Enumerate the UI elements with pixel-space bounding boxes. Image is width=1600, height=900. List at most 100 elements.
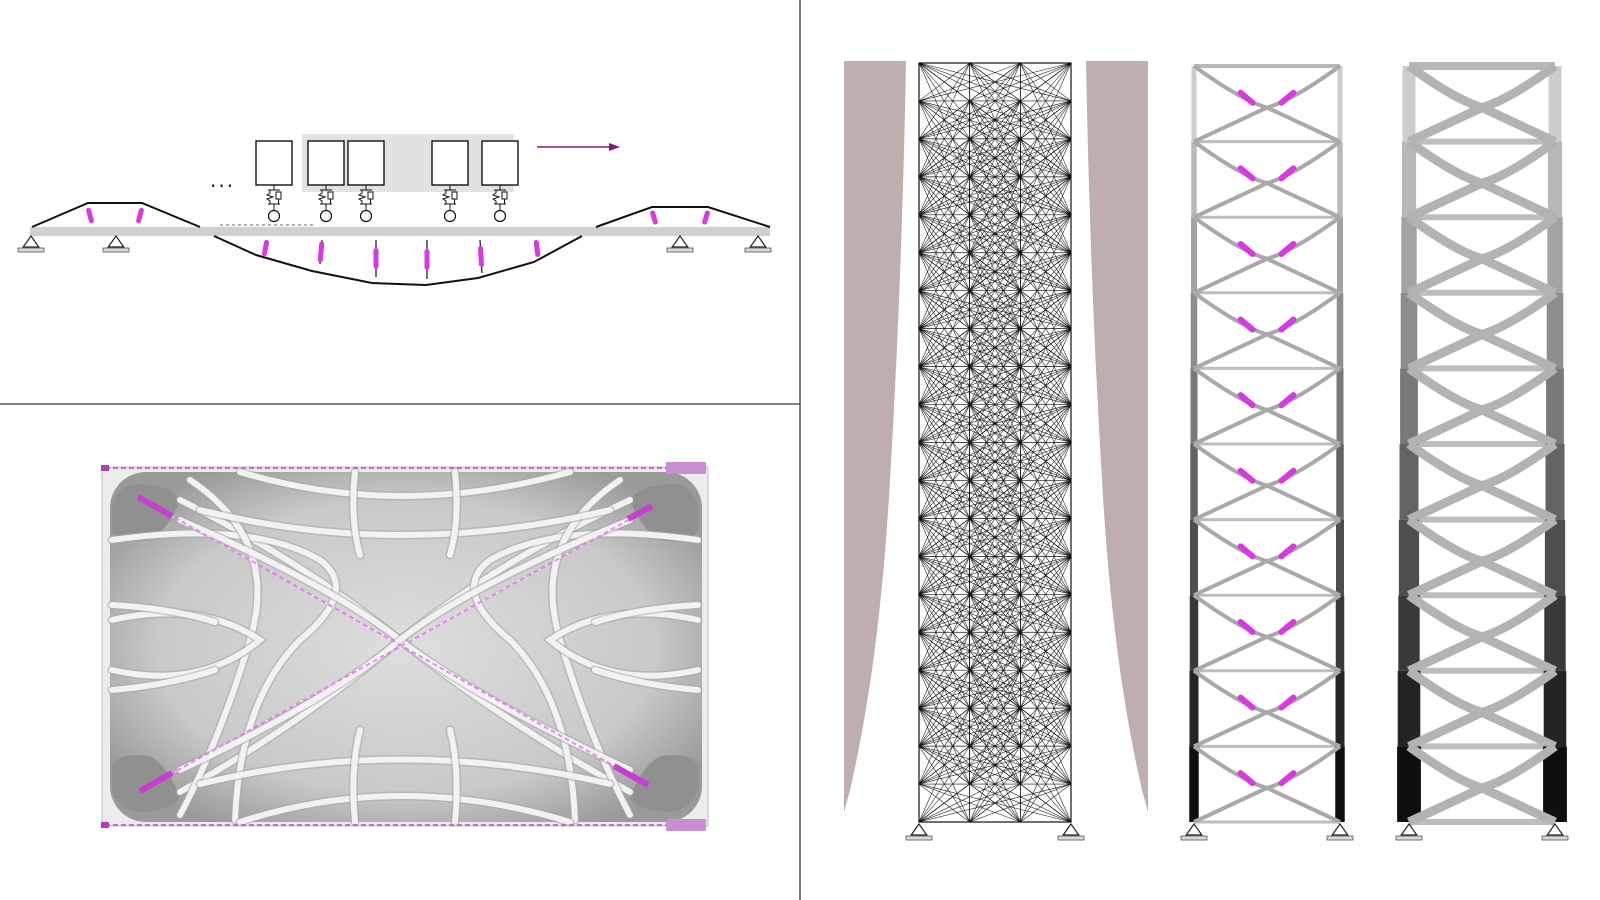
brace xyxy=(1192,593,1268,639)
ground-member xyxy=(918,404,1072,481)
pin-support-icon xyxy=(1326,822,1354,841)
wheel xyxy=(443,209,457,223)
vehicle xyxy=(431,140,469,223)
diagonal-tendons xyxy=(139,497,651,791)
brace xyxy=(1266,744,1342,790)
brace xyxy=(1480,557,1557,600)
brace xyxy=(1407,632,1484,675)
brace xyxy=(1266,181,1341,220)
ground-member xyxy=(918,669,1072,747)
linear-actuator-icon xyxy=(1237,89,1256,106)
rib xyxy=(177,517,633,773)
ground-member xyxy=(918,745,1072,823)
rib xyxy=(109,667,218,693)
ground-member xyxy=(1020,745,1072,823)
ground-member xyxy=(918,176,970,253)
brace xyxy=(1406,364,1484,415)
rib xyxy=(237,469,573,499)
linear-actuator-icon xyxy=(261,239,270,257)
ground-member xyxy=(918,518,1072,595)
ground-member xyxy=(1020,670,1072,747)
ground-member xyxy=(918,62,1072,140)
pin-support-icon xyxy=(17,234,45,253)
spring-damper-icon xyxy=(441,185,458,211)
linear-actuator-icon xyxy=(1237,165,1256,182)
optimized-tower-passive xyxy=(1397,62,1567,827)
ground-member xyxy=(918,632,970,709)
brace xyxy=(1480,62,1558,112)
brace xyxy=(1406,440,1484,490)
vehicle-body xyxy=(431,140,469,186)
wheel xyxy=(493,209,507,223)
brace xyxy=(1407,254,1484,297)
tower-supports xyxy=(905,822,1569,841)
spring-damper-icon xyxy=(357,185,374,211)
linear-actuator-icon xyxy=(1278,467,1297,484)
brace xyxy=(1192,215,1268,261)
ground-member xyxy=(918,632,1072,709)
ground-member xyxy=(918,783,970,823)
brace xyxy=(1407,708,1484,751)
linear-actuator-icon xyxy=(1278,694,1297,711)
linear-actuator-icon xyxy=(1278,392,1297,409)
linear-actuator-icon xyxy=(1237,467,1256,484)
linear-actuator-icon xyxy=(317,241,325,263)
wheel xyxy=(267,209,281,223)
brace xyxy=(1407,405,1484,449)
brace xyxy=(1193,181,1268,220)
rib xyxy=(197,507,613,538)
linear-actuator-icon xyxy=(650,210,658,225)
pin-support-icon xyxy=(1395,822,1423,841)
slab-ribs xyxy=(107,467,703,827)
ground-member xyxy=(918,328,1072,405)
ground-member xyxy=(918,442,1072,519)
brace xyxy=(1193,256,1268,295)
rib xyxy=(350,727,363,825)
spring-damper-icon xyxy=(265,185,282,211)
more-vehicles-ellipsis: ... xyxy=(210,168,236,192)
ground-member xyxy=(1020,176,1072,253)
pin-support-icon xyxy=(666,234,694,253)
brace xyxy=(1480,440,1558,490)
linear-actuator-icon xyxy=(1237,240,1256,257)
rib xyxy=(350,469,363,558)
brace xyxy=(1406,62,1484,112)
linear-actuator-icon xyxy=(1278,89,1297,106)
brace xyxy=(1266,483,1341,522)
corner-pad-tr xyxy=(630,483,698,542)
wheel xyxy=(319,209,333,223)
brace xyxy=(1480,179,1557,222)
ground-member xyxy=(918,707,970,785)
vehicle xyxy=(481,140,519,223)
brace xyxy=(1193,786,1268,824)
brace xyxy=(1480,515,1558,566)
ground-member xyxy=(1020,290,1072,367)
linear-actuator-icon xyxy=(1278,618,1297,635)
brace xyxy=(1192,517,1268,564)
brace xyxy=(1193,634,1268,673)
ground-member xyxy=(918,366,1072,443)
anchor-tl xyxy=(101,465,109,471)
brace xyxy=(1193,408,1268,446)
ground-member xyxy=(918,252,970,329)
brace xyxy=(1407,783,1484,827)
linear-actuator-icon xyxy=(1278,165,1297,182)
tower-diagrams xyxy=(844,61,1569,841)
anchor-bl xyxy=(101,822,109,828)
brace xyxy=(1266,105,1341,144)
panel-dividers xyxy=(0,0,801,900)
linear-actuator-icon xyxy=(1237,543,1256,560)
rib xyxy=(592,602,701,625)
brace xyxy=(1266,559,1341,598)
bridge-deck xyxy=(30,227,770,236)
linear-actuator-icon xyxy=(1237,392,1256,409)
ground-member xyxy=(1020,366,1072,443)
optimized-tower-actuated xyxy=(1189,64,1345,824)
pin-support-icon xyxy=(102,234,130,253)
ground-member xyxy=(918,556,970,633)
brace xyxy=(1266,634,1341,673)
brace xyxy=(1192,139,1268,186)
right-envelope xyxy=(1086,61,1148,812)
ground-member xyxy=(1020,62,1072,140)
linear-actuator-icon xyxy=(1237,316,1256,333)
